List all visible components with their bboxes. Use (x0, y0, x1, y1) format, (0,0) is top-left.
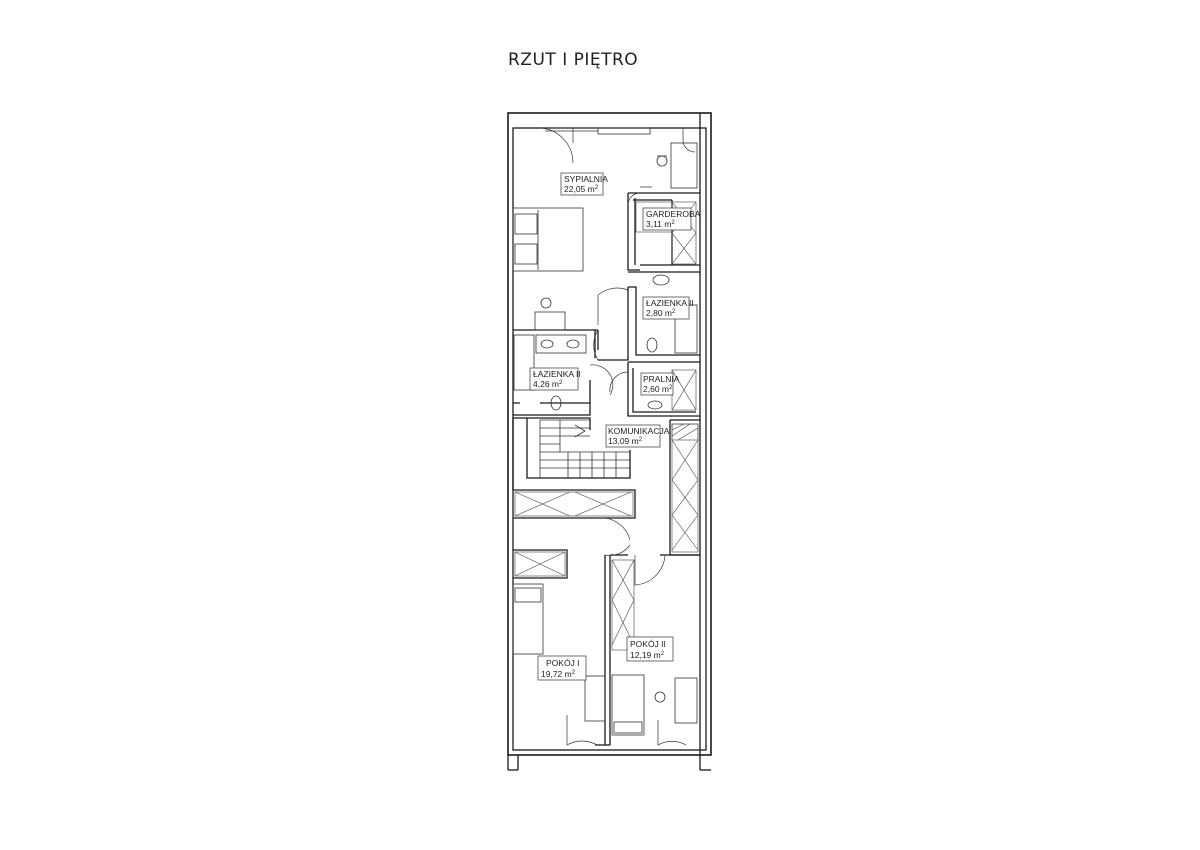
svg-text:22,05 m2: 22,05 m2 (564, 184, 599, 194)
closets (514, 201, 699, 651)
svg-text:19,72 m2: 19,72 m2 (541, 669, 576, 679)
svg-text:POKÓJ II: POKÓJ II (630, 639, 666, 649)
room-label-garderoba: GARDEROBA 3,11 m2 (642, 207, 701, 231)
svg-text:12,19 m2: 12,19 m2 (630, 650, 665, 660)
svg-text:GARDEROBA: GARDEROBA (646, 209, 701, 219)
plan-title: RZUT I PIĘTRO (508, 50, 639, 70)
svg-text:2,60 m2: 2,60 m2 (643, 384, 673, 394)
doors (566, 186, 687, 746)
room-label-pokoj-1: POKÓJ I 19,72 m2 (537, 655, 587, 681)
room-furniture (512, 583, 698, 736)
room-label-pralnia: PRALNIA 2,60 m2 (640, 372, 680, 396)
room-labels: SYPIALNIA 22,05 m2 GARDEROBA 3,11 m2 ŁAZ… (529, 172, 701, 681)
room-label-lazienka-1: ŁAZIENKA II 2,80 m2 (642, 296, 694, 320)
room-label-lazienka-2: ŁAZIENKA II 4,26 m2 (529, 367, 581, 391)
room-label-komunikacja: KOMUNIKACJA 13,09 m2 (605, 424, 670, 448)
svg-text:KOMUNIKACJA: KOMUNIKACJA (608, 426, 670, 436)
svg-text:2,80 m2: 2,80 m2 (646, 308, 676, 318)
svg-text:POKÓJ I: POKÓJ I (546, 658, 580, 668)
svg-text:SYPIALNIA: SYPIALNIA (564, 174, 608, 184)
svg-text:4,26 m2: 4,26 m2 (533, 379, 563, 389)
bedroom-desk (656, 142, 698, 189)
svg-text:ŁAZIENKA II: ŁAZIENKA II (533, 369, 581, 379)
room-label-sypialnia: SYPIALNIA 22,05 m2 (560, 172, 608, 196)
svg-text:3,11 m2: 3,11 m2 (646, 219, 675, 229)
svg-text:PRALNIA: PRALNIA (643, 374, 680, 384)
stairs (539, 419, 630, 478)
top-windows (539, 127, 696, 164)
double-bed (512, 207, 584, 272)
svg-text:13,09 m2: 13,09 m2 (608, 436, 643, 446)
svg-text:ŁAZIENKA II: ŁAZIENKA II (646, 298, 694, 308)
room-label-pokoj-2: POKÓJ II 12,19 m2 (626, 636, 674, 662)
